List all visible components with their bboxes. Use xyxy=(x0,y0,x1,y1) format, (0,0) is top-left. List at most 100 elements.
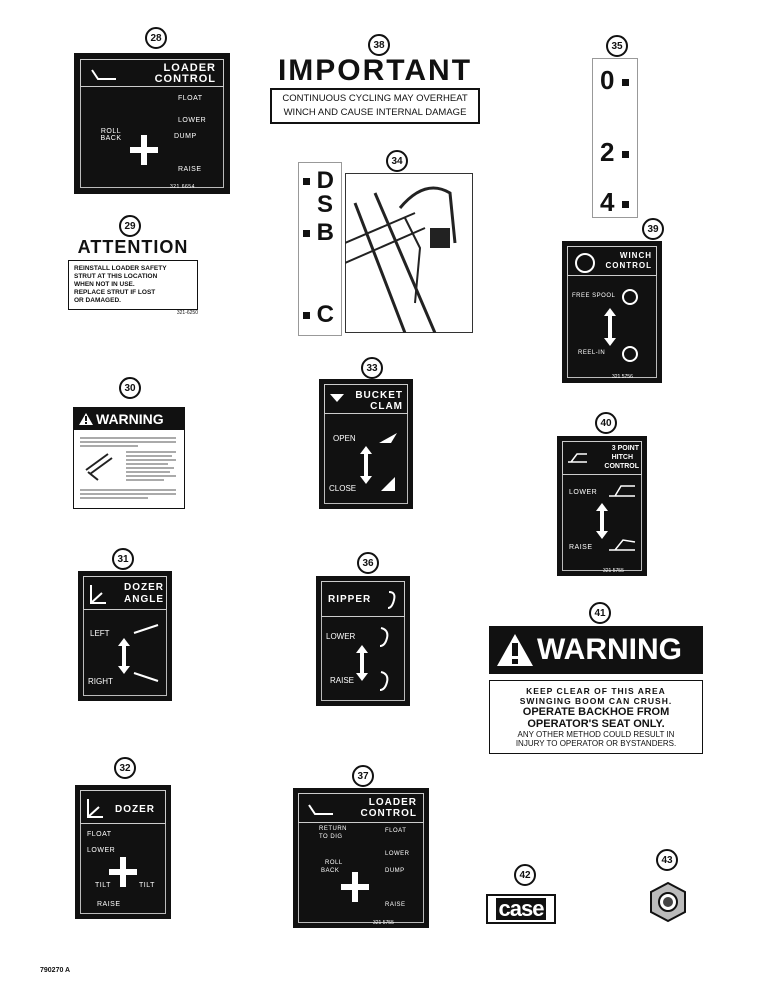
bucket-icon xyxy=(308,804,333,815)
attention-line-2: STRUT AT THIS LOCATION xyxy=(74,273,158,280)
warning-title: WARNING xyxy=(96,411,164,427)
decal-37-loader-control: LOADER CONTROL RETURN TO DIG FLOAT LOWER… xyxy=(293,788,429,928)
hex-nut-icon xyxy=(650,881,686,923)
callout-37: 37 xyxy=(352,765,374,787)
decal-title-1: 3 POINT xyxy=(611,445,639,452)
decal-header xyxy=(80,59,224,87)
decal-title-2: ANGLE xyxy=(124,594,164,605)
up-down-arrow-icon xyxy=(596,503,608,539)
label-dump: DUMP xyxy=(385,868,405,874)
decal-29-attention: ATTENTION REINSTALL LOADER SAFETY STRUT … xyxy=(68,237,198,316)
label-tilt-left: TILT xyxy=(95,882,111,889)
position-4: 4 xyxy=(600,187,629,218)
decal-34-speed: D S B C xyxy=(298,162,342,336)
decal-title-1: DOZER xyxy=(124,582,164,593)
hook-illustration xyxy=(345,173,473,333)
decal-header xyxy=(321,581,405,617)
callout-28: 28 xyxy=(145,27,167,49)
label-lower: LOWER xyxy=(178,117,207,124)
decal-36-ripper: RIPPER LOWER RAISE xyxy=(316,576,410,706)
callout-38: 38 xyxy=(368,34,390,56)
label-back: BACK xyxy=(321,868,340,874)
decal-code: 321 6654 xyxy=(170,184,195,190)
dozer-blade-icon xyxy=(90,585,106,604)
decal-title: DOZER xyxy=(115,804,155,815)
hitch-raise-icon xyxy=(609,539,636,551)
figure-reference: 790270 A xyxy=(40,967,71,974)
letter-s: S xyxy=(317,191,334,218)
important-line-2: WINCH AND CAUSE INTERNAL DAMAGE xyxy=(283,107,467,118)
blade-right-icon xyxy=(133,672,159,682)
warning-triangle-icon xyxy=(497,634,533,666)
warning-fine-print xyxy=(80,437,176,499)
callout-29: 29 xyxy=(119,215,141,237)
warning-triangle-icon xyxy=(79,413,93,425)
up-down-arrow-icon xyxy=(604,308,616,346)
hitch-lower-icon xyxy=(609,485,635,497)
marker-square xyxy=(303,230,310,238)
decal-39-winch-control: WINCH CONTROL FREE SPOOL REEL-IN 321 575… xyxy=(562,241,662,383)
callout-32: 32 xyxy=(114,757,136,779)
marker-square xyxy=(621,200,629,208)
warning-title: WARNING xyxy=(537,633,682,666)
callout-42: 42 xyxy=(514,864,536,886)
label-float: FLOAT xyxy=(87,831,112,838)
attention-title: ATTENTION xyxy=(77,237,189,257)
label-raise: RAISE xyxy=(385,902,406,908)
label-lower: LOWER xyxy=(326,632,356,641)
callout-36: 36 xyxy=(357,552,379,574)
decal-28-loader-control: LOADER CONTROL FLOAT LOWER ROLL BACK DUM… xyxy=(74,53,230,194)
callout-30: 30 xyxy=(119,377,141,399)
decal-title-1: BUCKET xyxy=(355,390,403,401)
callout-33: 33 xyxy=(361,357,383,379)
warning-line-3: OPERATE BACKHOE FROM xyxy=(522,706,670,718)
position-0: 0 xyxy=(600,65,629,96)
label-left: LEFT xyxy=(90,629,110,638)
label-roll: ROLL xyxy=(325,860,343,866)
knob-icon xyxy=(622,346,638,362)
label-reel-in: REEL-IN xyxy=(578,350,606,356)
label-raise: RAISE xyxy=(330,676,355,685)
label-roll-back: ROLL BACK xyxy=(100,128,122,142)
knob-icon xyxy=(575,253,595,273)
callout-41: 41 xyxy=(589,602,611,624)
case-logo: case xyxy=(495,898,547,920)
hitch-icon xyxy=(568,453,587,463)
attention-line-1: REINSTALL LOADER SAFETY xyxy=(74,265,167,272)
callout-34: 34 xyxy=(386,150,408,172)
label-lower: LOWER xyxy=(569,489,598,496)
label-to-dig: TO DIG xyxy=(319,834,343,840)
warning-line-4: OPERATOR'S SEAT ONLY. xyxy=(527,718,665,730)
decal-header xyxy=(324,384,408,414)
decal-header xyxy=(567,246,657,276)
label-tilt-right: TILT xyxy=(139,882,155,889)
bucket-icon xyxy=(91,69,116,80)
up-down-arrow-icon xyxy=(356,645,368,681)
label-return: RETURN xyxy=(319,826,347,832)
plus-icon-v xyxy=(352,872,358,902)
label-close: CLOSE xyxy=(329,484,357,493)
important-title: IMPORTANT xyxy=(277,54,473,87)
ripper-lower-icon xyxy=(379,627,389,647)
ripper-shank-icon xyxy=(387,591,396,609)
dozer-blade-icon xyxy=(87,799,103,818)
marker-square xyxy=(303,312,310,320)
label-raise: RAISE xyxy=(178,166,202,173)
plus-icon-v xyxy=(141,135,147,165)
clam-open-icon xyxy=(379,433,397,443)
callout-40: 40 xyxy=(595,412,617,434)
clam-close-icon xyxy=(381,477,395,491)
warning-line-5: ANY OTHER METHOD COULD RESULT IN xyxy=(517,730,675,739)
decal-title-3: CONTROL xyxy=(604,463,639,470)
label-float: FLOAT xyxy=(178,95,203,102)
letter-c: C xyxy=(303,301,334,329)
label-float: FLOAT xyxy=(385,828,407,834)
decal-title-1: WINCH xyxy=(619,251,652,260)
decal-title-2: CLAM xyxy=(370,401,403,412)
important-line-1: CONTINUOUS CYCLING MAY OVERHEAT xyxy=(282,93,468,104)
marker-square xyxy=(621,150,629,158)
callout-39: 39 xyxy=(642,218,664,240)
decal-title-2: CONTROL xyxy=(360,808,417,819)
label-dump: DUMP xyxy=(174,133,197,140)
attention-line-3: WHEN NOT IN USE. xyxy=(74,281,135,288)
